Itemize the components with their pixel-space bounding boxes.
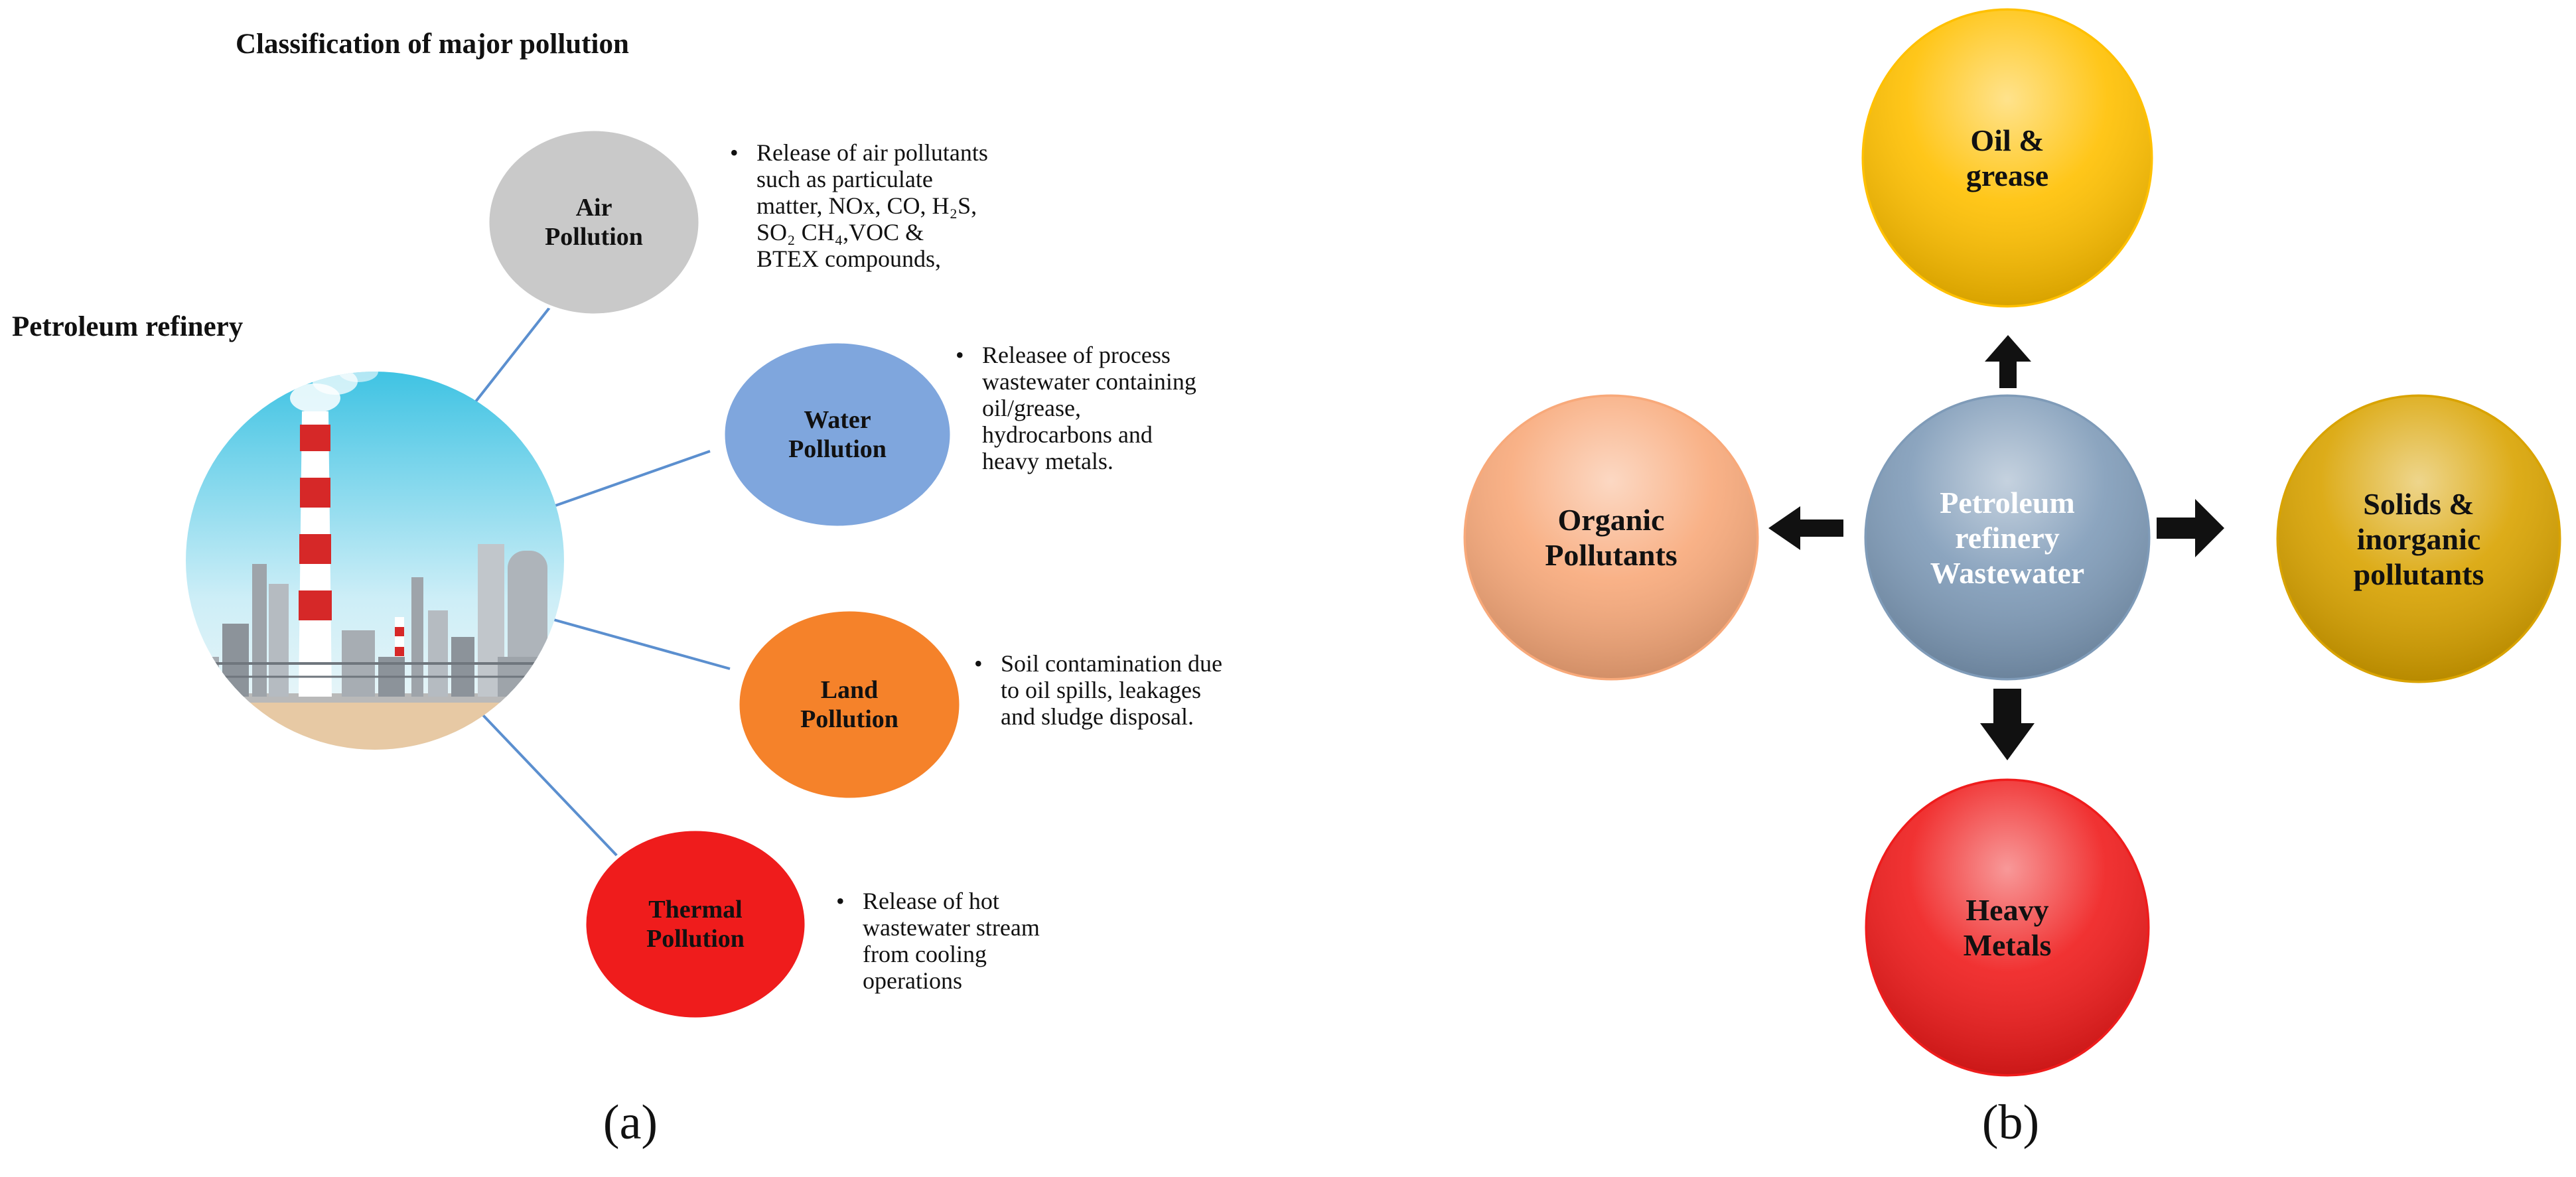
description-line: wastewater stream: [863, 914, 1040, 941]
thermal-pollution-label-line: Thermal: [648, 896, 743, 924]
panel-a-title: Classification of major pollution: [236, 29, 629, 60]
center-wastewater-label-line: refinery: [1955, 520, 2060, 555]
description-line: BTEX compounds,: [756, 245, 941, 272]
top-category-label: Oil &grease: [1867, 13, 2148, 303]
connector-land: [543, 616, 731, 670]
water-pollution-circle: [721, 340, 954, 529]
description-line: SO₂ CH₄,VOC &: [756, 219, 924, 245]
water-pollution-label-line: Pollution: [788, 435, 887, 463]
center-wastewater-label-line: Wastewater: [1930, 555, 2085, 590]
panel-a-caption: (a): [603, 1095, 658, 1150]
top-category-label-line: grease: [1966, 159, 2049, 192]
air-pollution-circle: [486, 127, 702, 317]
pollution-circles: [486, 127, 963, 1021]
description-line: and sludge disposal.: [1001, 703, 1194, 730]
description-line: heavy metals.: [982, 448, 1113, 474]
center-wastewater-circle-gloss: [1867, 397, 2148, 678]
left-category-label-line: Organic: [1557, 503, 1665, 537]
description-line: wastewater containing: [982, 368, 1196, 395]
left-category-circle-gloss: [1466, 397, 1756, 678]
panel-b-caption: (b): [1981, 1095, 2040, 1150]
air-pollution-label-line: Pollution: [545, 223, 643, 251]
bullet-icon: •: [730, 139, 739, 166]
description-line: hydrocarbons and: [982, 421, 1153, 448]
top-category-circle-gloss: [1864, 11, 2151, 305]
center-wastewater-label-line: Petroleum: [1940, 485, 2075, 519]
description-line: oil/grease,: [982, 395, 1081, 421]
flow-arrows: [1768, 335, 2224, 760]
refinery-illustration: [186, 372, 564, 750]
bottom-category-circle-gloss: [1867, 781, 2147, 1074]
arrow-up: [1985, 335, 2031, 388]
right-category-label-line: Solids &: [2363, 486, 2474, 521]
description-line: operations: [863, 967, 962, 994]
description-line: such as particulate: [756, 166, 933, 192]
thermal-pollution-label-line: Pollution: [646, 925, 745, 953]
bullet-icon: •: [956, 342, 964, 368]
connector-thermal: [482, 714, 618, 857]
arrow-left: [1768, 506, 1843, 550]
description-line: to oil spills, leakages: [1001, 677, 1201, 703]
wastewater-circles: [1460, 5, 2565, 1080]
description-line: Releasee of process: [982, 342, 1171, 368]
description-line: Release of hot: [863, 888, 999, 914]
bullet-icon: •: [974, 650, 983, 677]
source-label: Petroleum refinery: [12, 311, 244, 342]
arrow-down: [1980, 689, 2035, 760]
right-category-label-line: inorganic: [2356, 521, 2481, 556]
right-category-label-line: pollutants: [2353, 557, 2484, 591]
air-pollution-label-line: Air: [575, 194, 612, 222]
description-line: Release of air pollutants: [756, 139, 988, 166]
connector-water: [543, 450, 711, 511]
bullet-icon: •: [836, 888, 845, 914]
water-pollution-label-line: Water: [804, 406, 871, 434]
thermal-pollution-circle: [583, 827, 808, 1021]
bottom-category-label-line: Metals: [1963, 928, 2052, 962]
arrow-right: [2157, 499, 2224, 557]
land-pollution-label-line: Land: [820, 676, 879, 704]
land-pollution-label-line: Pollution: [800, 705, 898, 733]
bottom-category-label-line: Heavy: [1966, 893, 2049, 927]
description-line: Soil contamination due: [1001, 650, 1222, 677]
left-category-label-line: Pollutants: [1545, 538, 1678, 572]
description-line: from cooling: [863, 941, 987, 967]
right-category-circle-gloss: [2279, 397, 2559, 681]
land-pollution-circle: [736, 608, 963, 801]
top-category-label-line: Oil &: [1970, 123, 2044, 157]
description-line: matter, NOx, CO, H₂S,: [756, 192, 977, 219]
